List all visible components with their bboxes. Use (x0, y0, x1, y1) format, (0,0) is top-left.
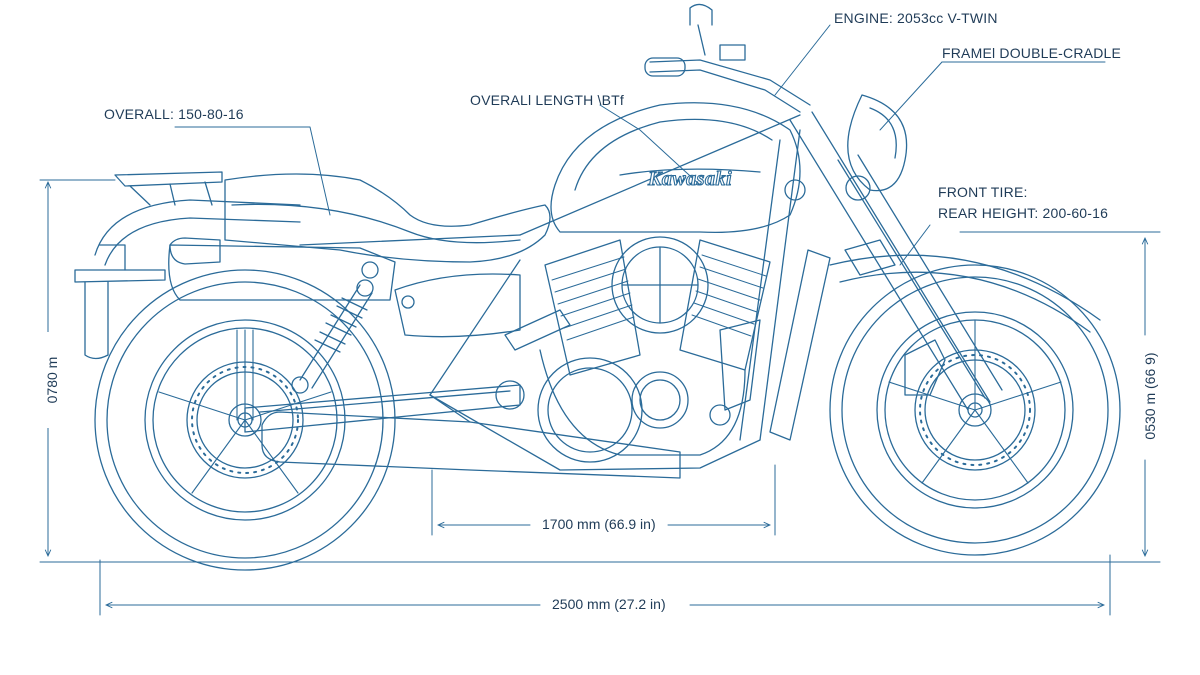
overall-length-label: OVERALl LENGTH \BTf (470, 92, 624, 108)
front-fender (829, 254, 1101, 321)
front-wheel (829, 264, 1121, 556)
frame (299, 114, 801, 471)
right-height-dimension: 0530 m (66 9) (1142, 344, 1158, 448)
front-fork (789, 111, 1101, 411)
front-brake-disc (914, 349, 1036, 471)
overall-length-dimension: 2500 mm (27.2 in) (548, 596, 670, 612)
dimension-lines (39, 179, 1161, 616)
air-cleaner (611, 236, 709, 334)
front-brake-caliper (904, 339, 946, 396)
rear-brake-disc (186, 361, 304, 479)
exhaust (169, 237, 761, 479)
engine-label: ENGINE: 2053cc V-TWIN (834, 10, 998, 26)
headlight (784, 94, 908, 201)
brand-logo: Kawasaki (647, 167, 733, 190)
turn-signal (845, 175, 871, 201)
rear-shock (291, 279, 374, 394)
overall-tire-label: OVERALL: 150-80-16 (104, 106, 244, 122)
muffler-tip (169, 237, 221, 265)
mirror (689, 3, 713, 26)
handlebar (644, 3, 811, 113)
wheelbase-dimension: 1700 mm (66.9 in) (538, 516, 660, 532)
frame-label: FRAMEl DOUBLE-CRADLE (942, 45, 1122, 61)
front-tire-label: FRONT TIRE: (938, 184, 1028, 200)
rear-height-label: REAR HEIGHT: 200-60-16 (938, 205, 1109, 221)
engine (495, 236, 771, 463)
callout-leaders (174, 24, 1161, 266)
grip (644, 57, 686, 77)
luggage-rack (114, 171, 223, 187)
rear-fender (74, 171, 301, 360)
seat (224, 173, 551, 263)
left-height-dimension: 0780 m (44, 332, 60, 428)
clutch-cover (537, 357, 643, 463)
down-tube (769, 249, 831, 441)
side-cover (168, 244, 521, 338)
rear-wheel (94, 269, 396, 571)
